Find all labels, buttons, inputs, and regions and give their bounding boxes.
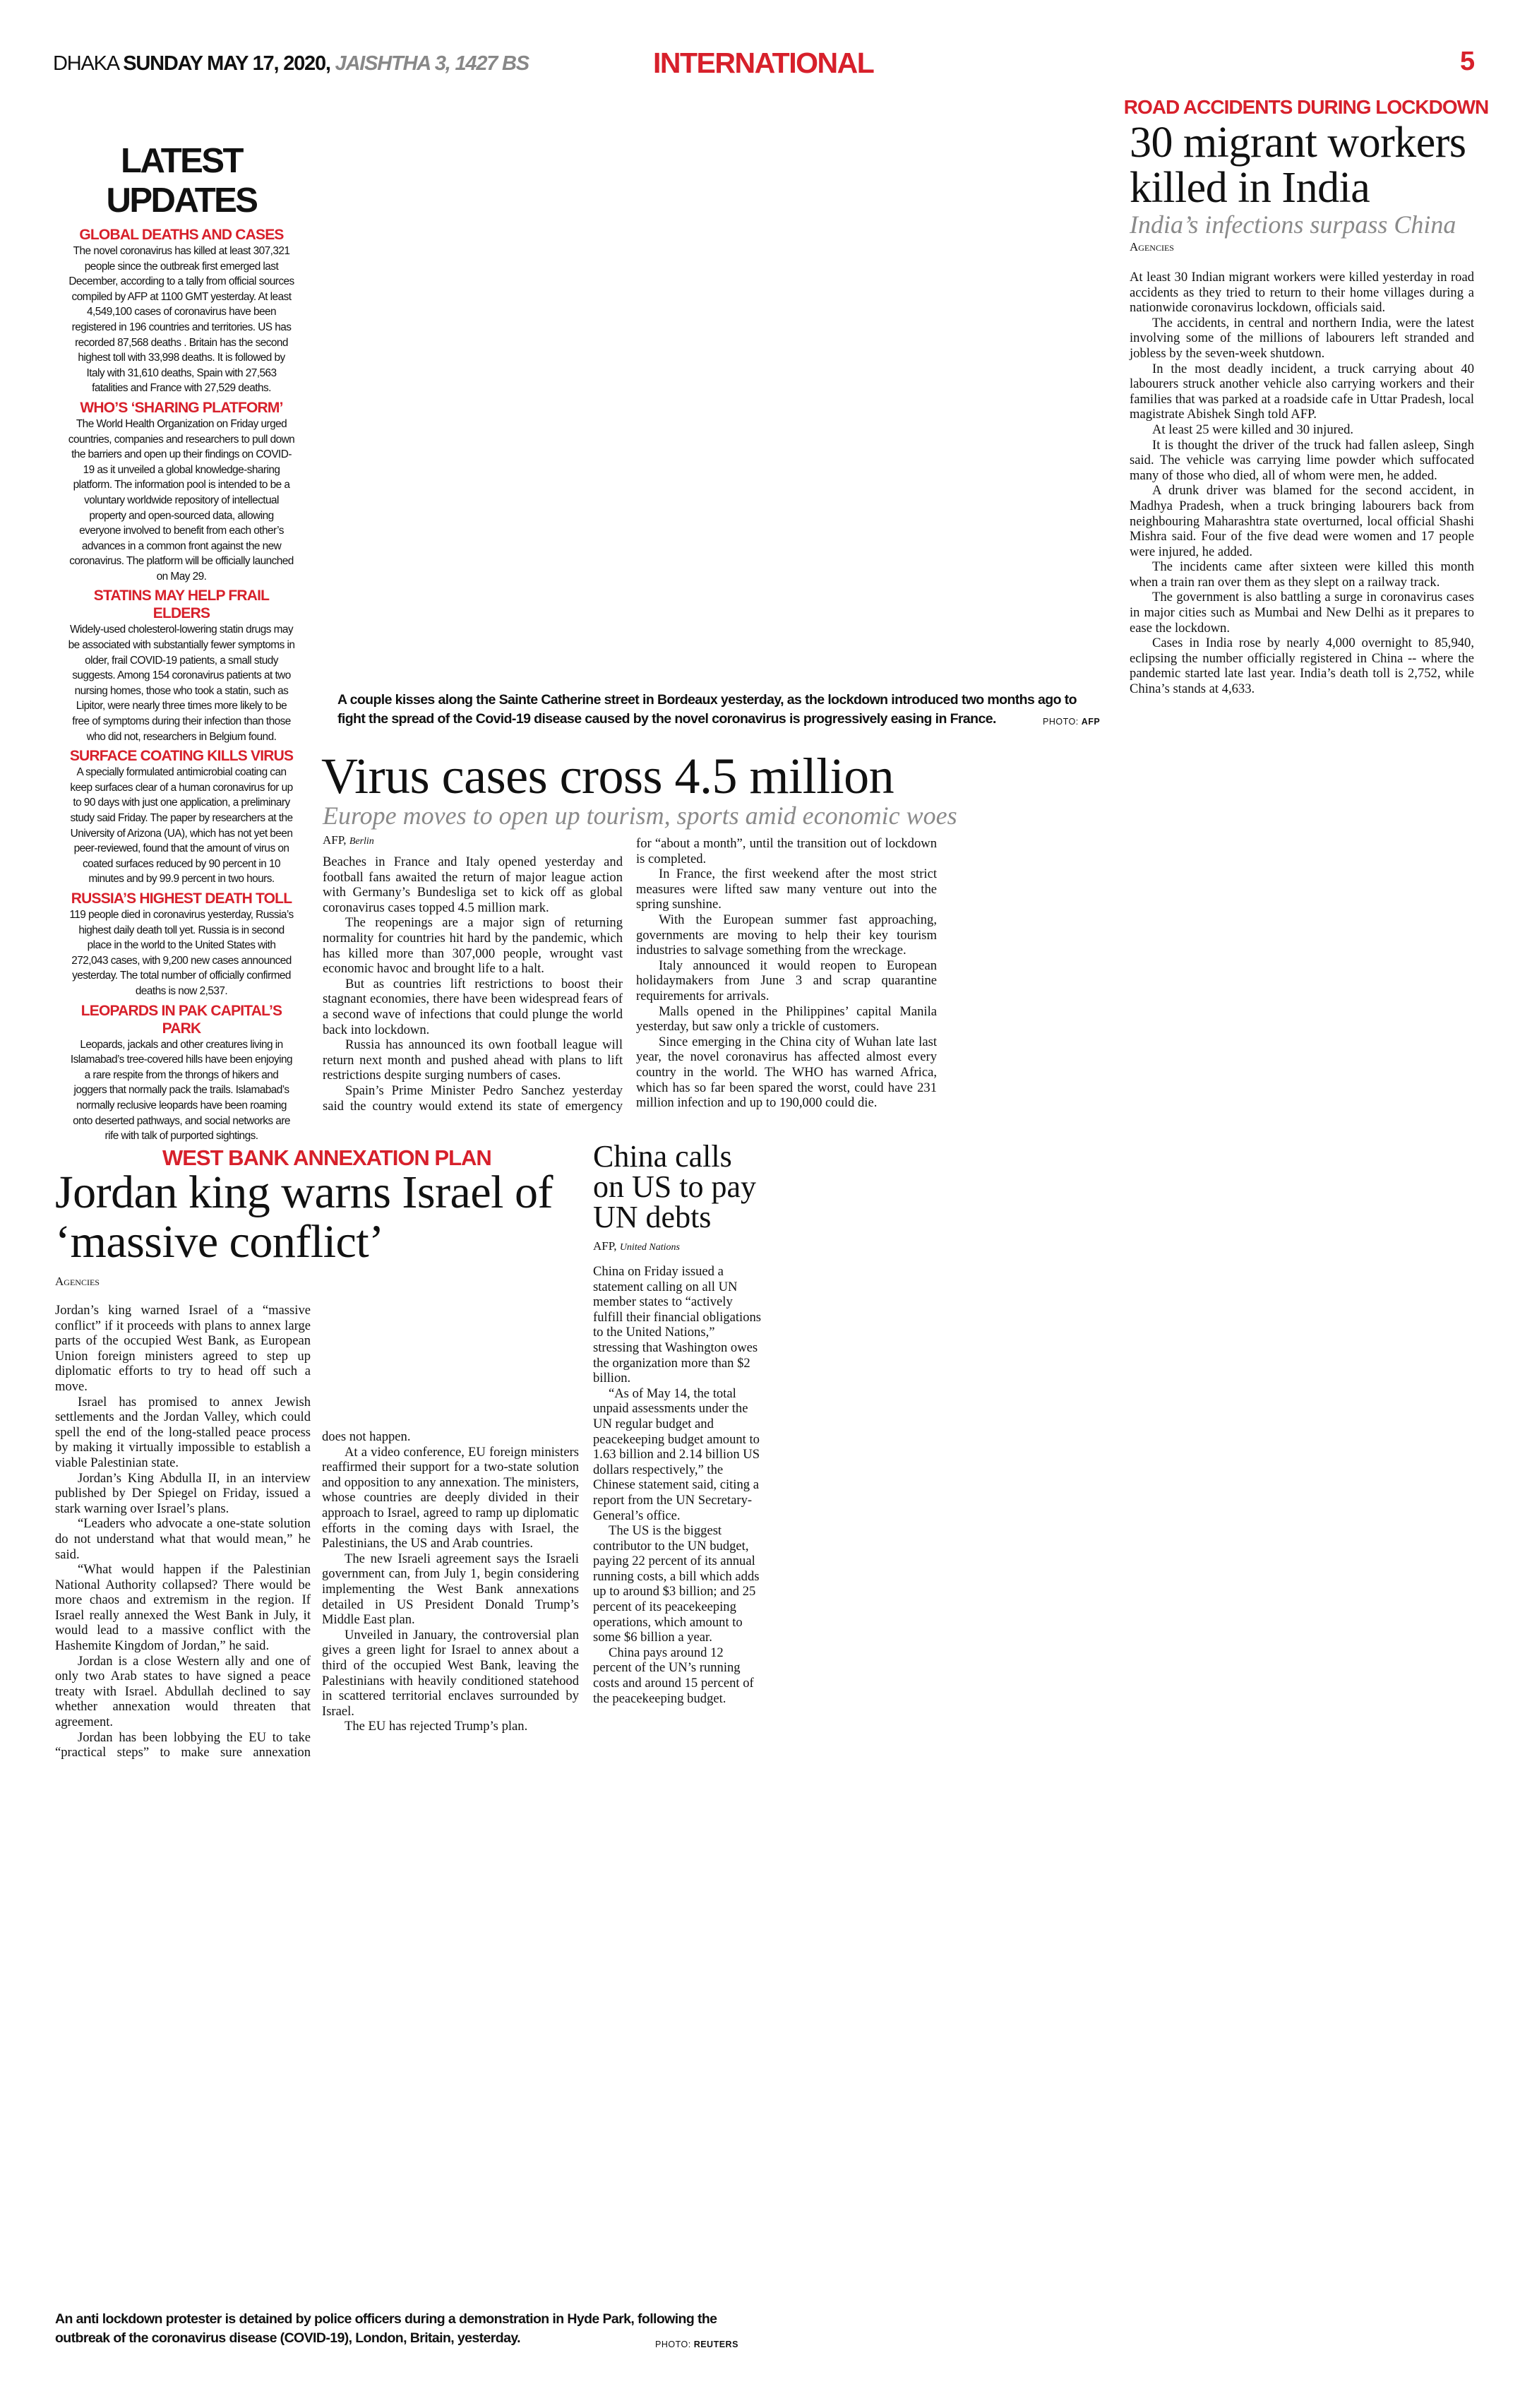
page-dateline: DHAKA SUNDAY MAY 17, 2020, JAISHTHA 3, 1…	[53, 52, 529, 76]
update-text: The novel coronavirus has killed at leas…	[68, 245, 294, 395]
article-paragraph: Israel has promised to annex Jewish sett…	[55, 1394, 311, 1470]
dateline-city: DHAKA	[53, 52, 119, 75]
section-title: INTERNATIONAL	[653, 47, 875, 79]
article-paragraph: Jordan has been lobbying the EU to take …	[55, 1729, 311, 1760]
virus-article-headline: Virus cases cross 4.5 million	[321, 748, 894, 804]
byline-agency: Agencies	[1130, 240, 1174, 254]
migrant-article-byline: Agencies	[1130, 240, 1174, 254]
jordan-article-column-1: Jordan’s king warned Israel of a “massiv…	[55, 1303, 311, 1760]
article-paragraph: The accidents, in central and northern I…	[1130, 315, 1474, 361]
migrant-article-subhead: India’s infections surpass China	[1130, 210, 1456, 239]
dateline-date: SUNDAY MAY 17, 2020,	[123, 52, 331, 75]
article-paragraph: At a video conference, EU foreign minist…	[322, 1444, 579, 1551]
article-paragraph: A drunk driver was blamed for the second…	[1130, 483, 1474, 559]
page-number: 5	[1460, 47, 1476, 76]
article-paragraph: The US is the biggest contributor to the…	[593, 1523, 760, 1645]
jordan-article-kicker: WEST BANK ANNEXATION PLAN	[162, 1145, 492, 1170]
article-paragraph: At least 25 were killed and 30 injured.	[1152, 422, 1354, 437]
photo-caption-bottom: An anti lockdown protester is detained b…	[55, 2311, 717, 2346]
article-paragraph: China on Friday issued a statement calli…	[593, 1264, 762, 1386]
article-paragraph: The incidents came after sixteen were ki…	[1130, 559, 1474, 590]
article-paragraph: Since emerging in the China city of Wuha…	[636, 1034, 937, 1111]
byline-agency: AFP,	[593, 1239, 617, 1253]
byline-place: United Nations	[619, 1242, 680, 1253]
update-heading: RUSSIA’S HIGHEST DEATH TOLL	[71, 890, 292, 907]
article-paragraph: Russia has announced its own football le…	[323, 1037, 623, 1083]
article-paragraph: Italy announced it would reopen to Europ…	[636, 958, 937, 1003]
credit-label: PHOTO:	[1043, 717, 1079, 727]
jordan-article-byline: Agencies	[55, 1275, 100, 1289]
virus-article-column-1: Beaches in France and Italy opened yeste…	[323, 854, 623, 1114]
byline-agency: Agencies	[55, 1275, 100, 1288]
photo-credit-bottom: PHOTO: REUTERS	[655, 2340, 738, 2349]
update-heading: GLOBAL DEATHS AND CASES	[79, 227, 284, 243]
article-paragraph: Jordan’s king warned Israel of a “massiv…	[55, 1303, 311, 1394]
virus-article-column-2: for “about a month”, until the transitio…	[636, 836, 937, 1111]
article-paragraph: Cases in India rose by nearly 4,000 over…	[1130, 636, 1474, 697]
article-paragraph: “Leaders who advocate a one-state soluti…	[55, 1516, 311, 1562]
latest-updates-column: LATEST UPDATES GLOBAL DEATHS AND CASES Th…	[68, 141, 295, 1144]
article-paragraph: With the European summer fast approachin…	[636, 912, 937, 958]
jordan-article-headline: Jordan king warns Israel of ‘massive con…	[55, 1167, 553, 1268]
article-paragraph: The EU has rejected Trump’s plan.	[345, 1719, 528, 1734]
article-paragraph: Unveiled in January, the controversial p…	[322, 1627, 579, 1719]
update-heading: LEOPARDS IN PAK CAPITAL’S PARK	[80, 1002, 282, 1037]
article-paragraph: Spain’s Prime Minister Pedro Sanchez yes…	[323, 1083, 623, 1114]
latest-updates-title: LATEST UPDATES	[106, 142, 258, 220]
china-article-byline: AFP, United Nations	[593, 1239, 680, 1253]
article-paragraph: Malls opened in the Philippines’ capital…	[636, 1003, 937, 1035]
article-paragraph: Jordan is a close Western ally and one o…	[55, 1653, 311, 1730]
article-paragraph: does not happen.	[322, 1429, 411, 1444]
migrant-article-headline: 30 migrant workers killed in India	[1130, 119, 1466, 212]
migrant-article-body: At least 30 Indian migrant workers were …	[1130, 270, 1474, 697]
update-text: The World Health Organization on Friday …	[68, 417, 295, 583]
virus-article-subhead: Europe moves to open up tourism, sports …	[323, 801, 957, 830]
byline-agency: AFP,	[323, 833, 347, 847]
article-paragraph: China pays around 12 percent of the UN’s…	[593, 1645, 754, 1706]
article-paragraph: The reopenings are a major sign of retur…	[323, 915, 623, 977]
migrant-article-kicker: ROAD ACCIDENTS DURING LOCKDOWN	[1123, 96, 1490, 118]
photo-credit-top: PHOTO: AFP	[1043, 717, 1100, 727]
article-paragraph: It is thought the driver of the truck ha…	[1130, 437, 1474, 483]
update-text: A specially formulated antimicrobial coa…	[70, 766, 293, 886]
update-heading: STATINS MAY HELP FRAIL ELDERS	[93, 588, 270, 622]
jordan-article-column-2: does not happen.At a video conference, E…	[322, 1429, 579, 1734]
article-paragraph: Jordan’s King Abdulla II, in an intervie…	[55, 1470, 311, 1516]
update-text: 119 people died in coronavirus yesterday…	[69, 908, 294, 997]
update-text: Widely-used cholesterol-lowering statin …	[68, 624, 295, 743]
latest-updates-list: GLOBAL DEATHS AND CASES The novel coronav…	[68, 226, 295, 1144]
article-paragraph: Beaches in France and Italy opened yeste…	[323, 854, 623, 915]
article-paragraph: But as countries lift restrictions to bo…	[323, 976, 623, 1037]
article-paragraph: “What would happen if the Palestinian Na…	[55, 1562, 311, 1654]
article-paragraph: “As of May 14, the total unpaid assessme…	[593, 1385, 760, 1523]
update-text: Leopards, jackals and other creatures li…	[70, 1038, 293, 1143]
credit-source: REUTERS	[693, 2340, 738, 2349]
china-article-headline: China calls on US to pay UN debts	[593, 1139, 756, 1234]
byline-place: Berlin	[349, 836, 374, 847]
dateline-bangla-date: JAISHTHA 3, 1427 BS	[335, 52, 529, 75]
photo-caption-top: A couple kisses along the Sainte Catheri…	[337, 692, 1077, 727]
update-heading: SURFACE COATING KILLS VIRUS	[69, 748, 294, 765]
article-paragraph: The government is also battling a surge …	[1130, 590, 1474, 636]
article-paragraph: The new Israeli agreement says the Israe…	[322, 1551, 579, 1628]
virus-article-byline: AFP, Berlin	[323, 833, 374, 847]
article-paragraph: At least 30 Indian migrant workers were …	[1130, 270, 1474, 316]
credit-source: AFP	[1081, 717, 1101, 727]
article-paragraph: In the most deadly incident, a truck car…	[1130, 361, 1474, 422]
update-heading: WHO’S ‘SHARING PLATFORM’	[80, 399, 283, 416]
article-paragraph: for “about a month”, until the transitio…	[636, 836, 937, 866]
update-item: WHO’S ‘SHARING PLATFORM’The World Health…	[68, 399, 295, 585]
china-article-body: China on Friday issued a statement calli…	[593, 1264, 762, 1706]
update-item: GLOBAL DEATHS AND CASES The novel coronav…	[68, 226, 295, 396]
article-paragraph: In France, the first weekend after the m…	[636, 866, 937, 912]
credit-label: PHOTO:	[655, 2340, 691, 2349]
